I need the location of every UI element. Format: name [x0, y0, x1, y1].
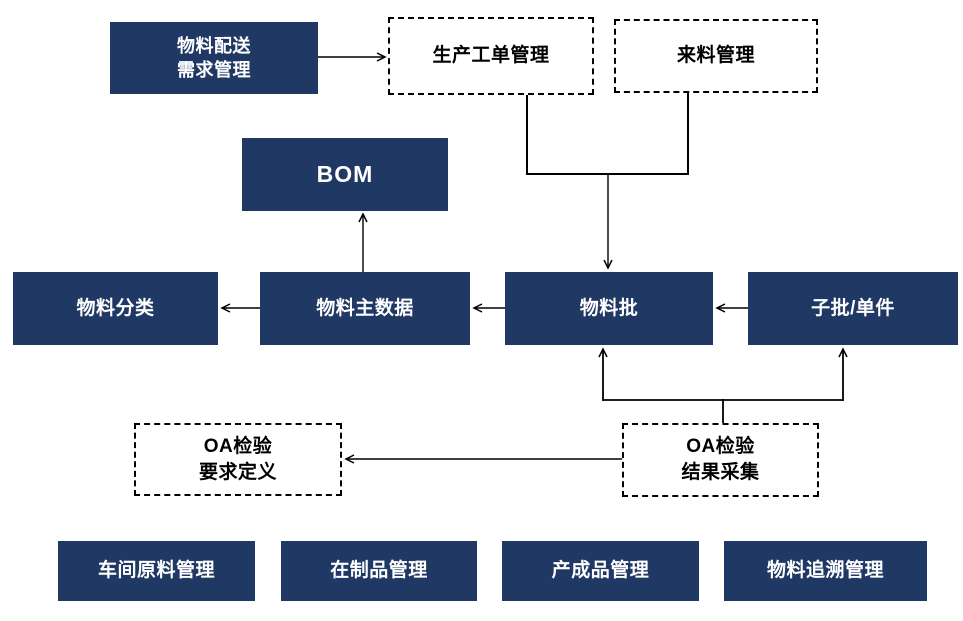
node-bom: BOM [242, 138, 448, 211]
node-sub-batch-unit: 子批/单件 [748, 272, 958, 345]
node-qa-inspection-requirement: OA检验 要求定义 [134, 423, 342, 496]
node-finished-product: 产成品管理 [502, 541, 699, 601]
node-material-distribution-demand: 物料配送 需求管理 [110, 22, 318, 94]
node-material-classification: 物料分类 [13, 272, 218, 345]
node-qa-inspection-result: OA检验 结果采集 [622, 423, 819, 497]
node-work-in-progress: 在制品管理 [281, 541, 477, 601]
node-incoming-material: 来料管理 [614, 19, 818, 93]
node-workshop-raw-material: 车间原料管理 [58, 541, 255, 601]
node-production-work-order: 生产工单管理 [388, 17, 594, 95]
node-material-traceability: 物料追溯管理 [724, 541, 927, 601]
node-material-master-data: 物料主数据 [260, 272, 470, 345]
node-material-batch: 物料批 [505, 272, 713, 345]
